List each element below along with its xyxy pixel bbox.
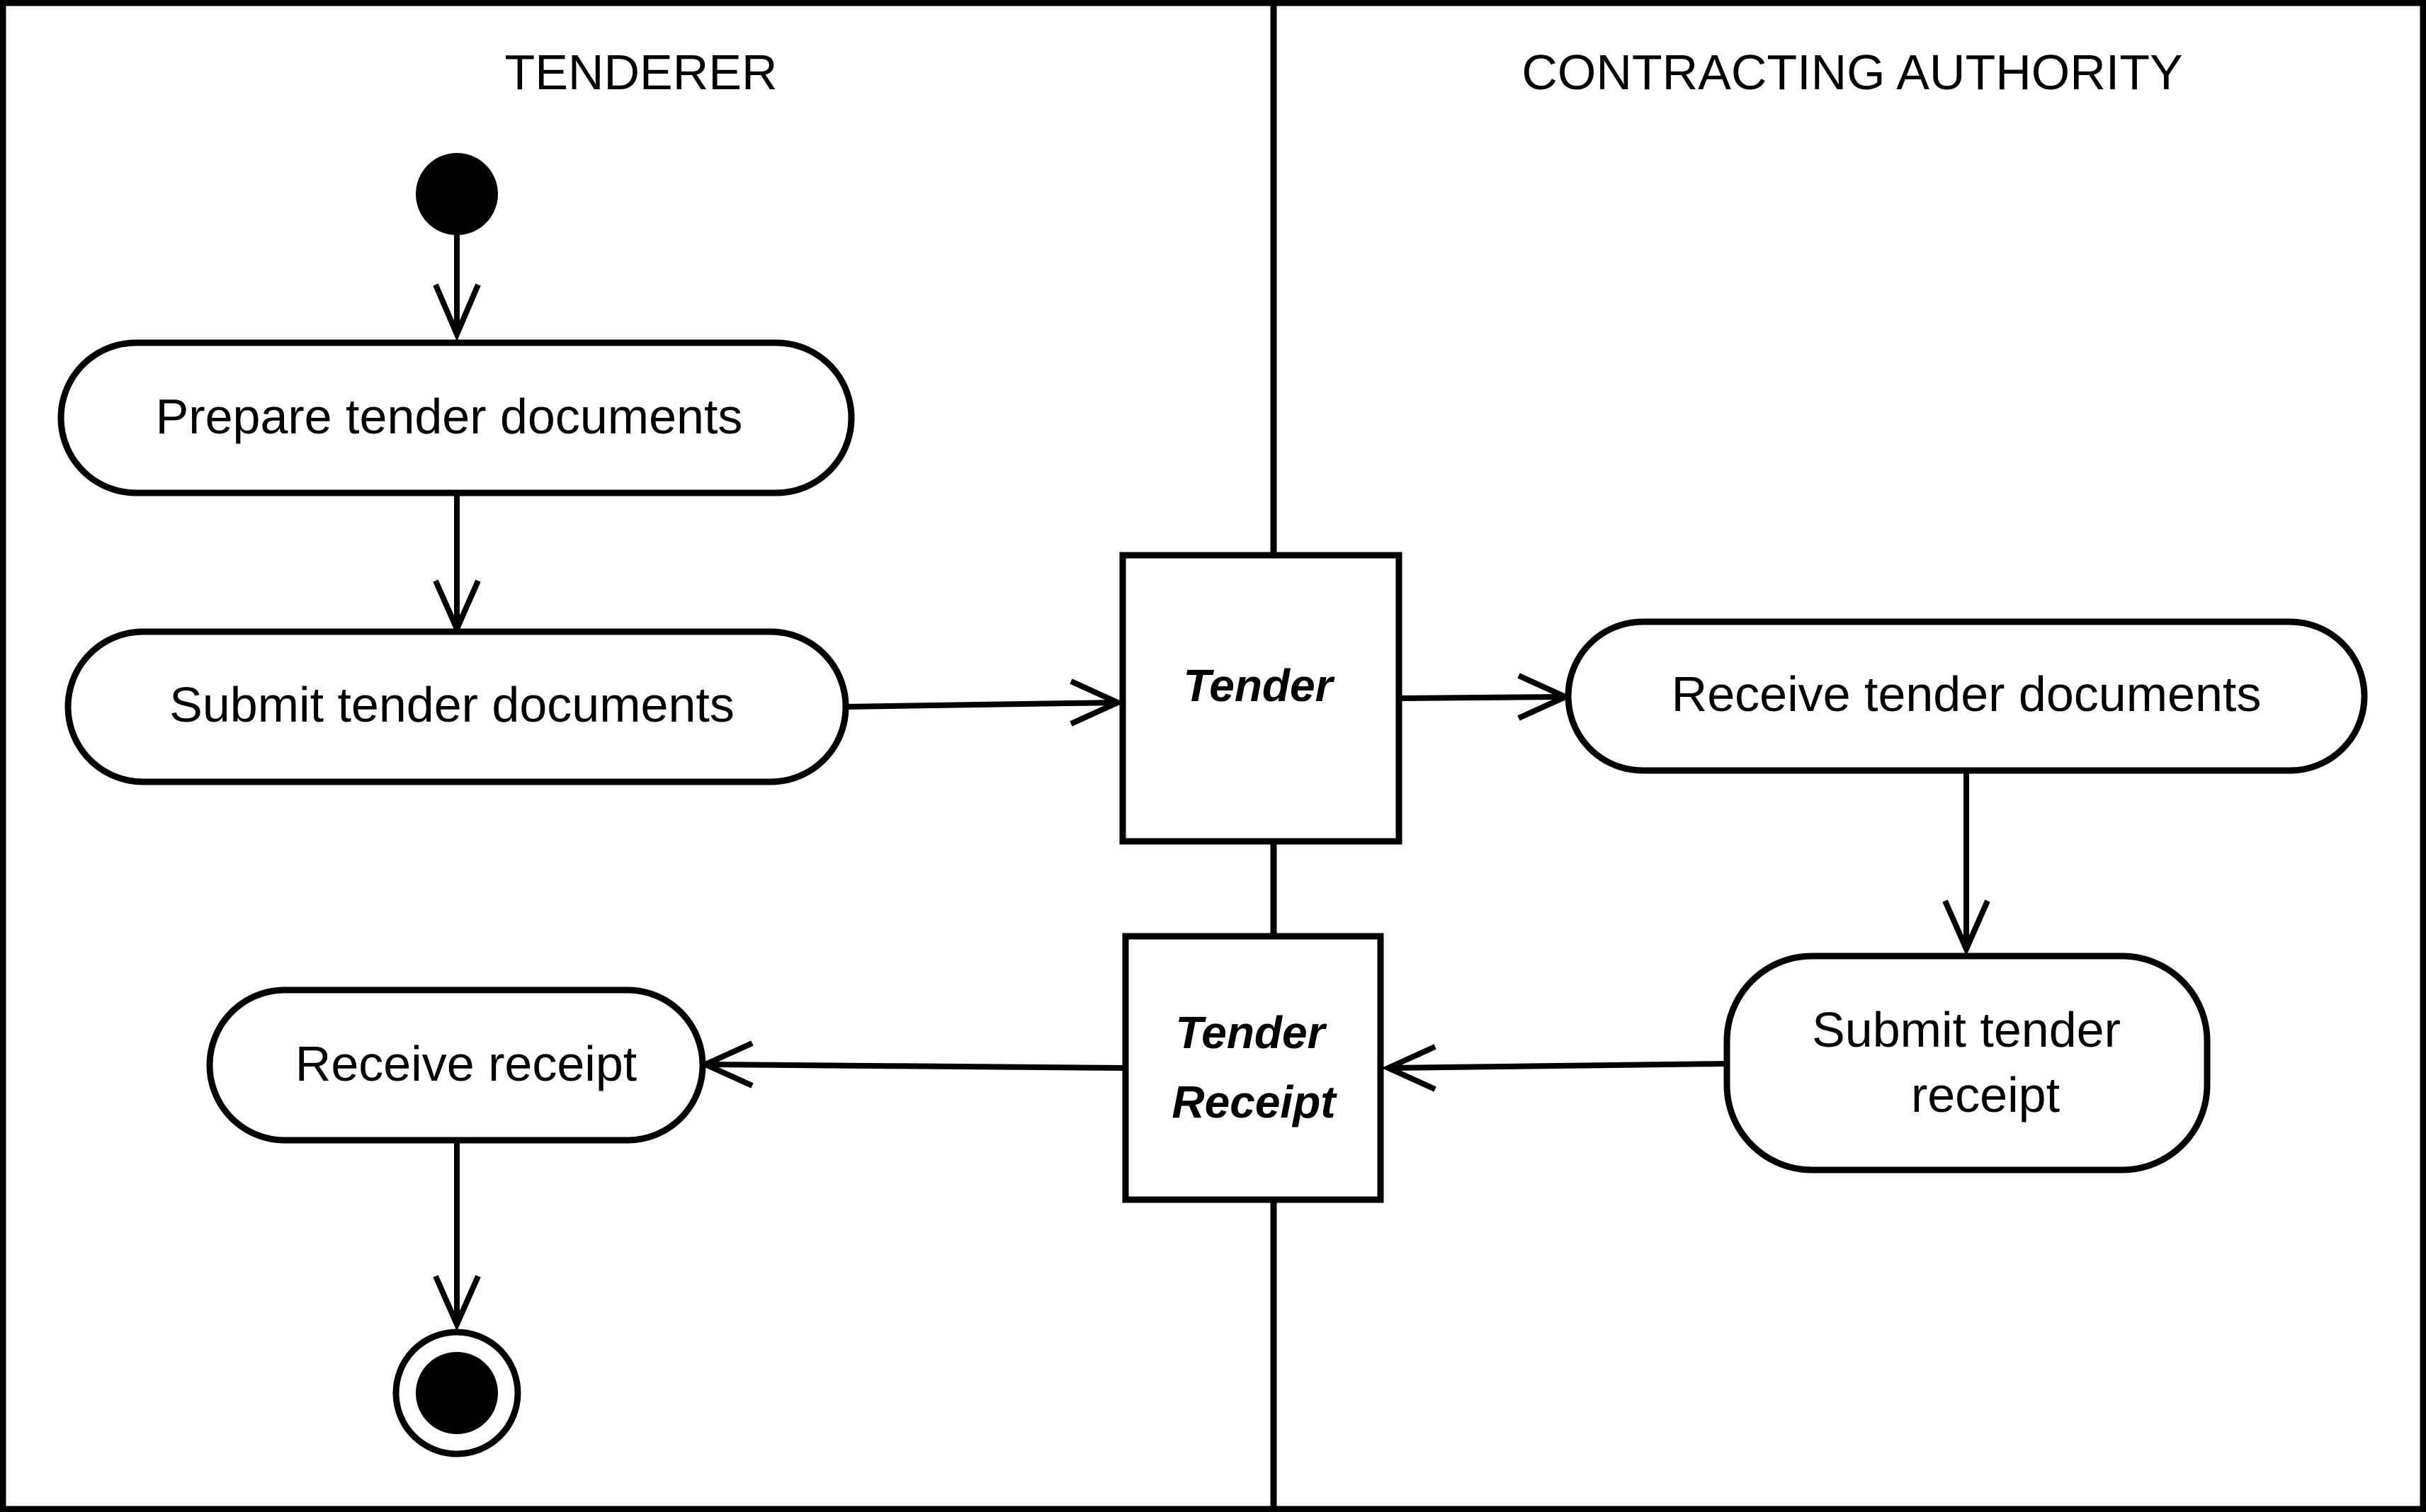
activity-label: Receive tender documents [1672,666,2262,722]
arrowhead-final [433,1275,481,1331]
arrowhead-prepare [433,283,481,342]
activity-label: Prepare tender documents [156,389,743,444]
object-label-line2: Receipt [1172,1076,1337,1127]
edge-tender-to-receive-documents [1398,694,1563,701]
arrowhead-tender-receipt [1381,1044,1436,1092]
activity-submit-tender-receipt [1723,953,2211,1173]
arrowhead-tender [1070,678,1125,727]
activity-label: Submit tender documents [169,677,735,732]
arrowhead-submit-receipt [1942,899,1990,956]
initial-node [416,153,498,235]
activity-label-line1: Submit tender [1812,1002,2121,1057]
lane-title-tenderer: TENDERER [504,45,777,100]
object-label: Tender [1184,660,1335,711]
edge-tender-receipt-to-receive-receipt [705,1062,1126,1071]
activity-label: Receive receipt [295,1036,637,1091]
lane-title-contracting-authority: CONTRACTING AUTHORITY [1521,45,2182,100]
edge-submit-receipt-to-tender-receipt [1389,1061,1728,1071]
object-node-tender [1119,552,1402,845]
final-node-core [416,1352,498,1434]
activity-label-line2: receipt [1911,1067,2060,1122]
object-label-line1: Tender [1176,1007,1327,1058]
edge-submit-to-tender [845,700,1117,710]
object-node-tender-receipt [1122,933,1384,1203]
